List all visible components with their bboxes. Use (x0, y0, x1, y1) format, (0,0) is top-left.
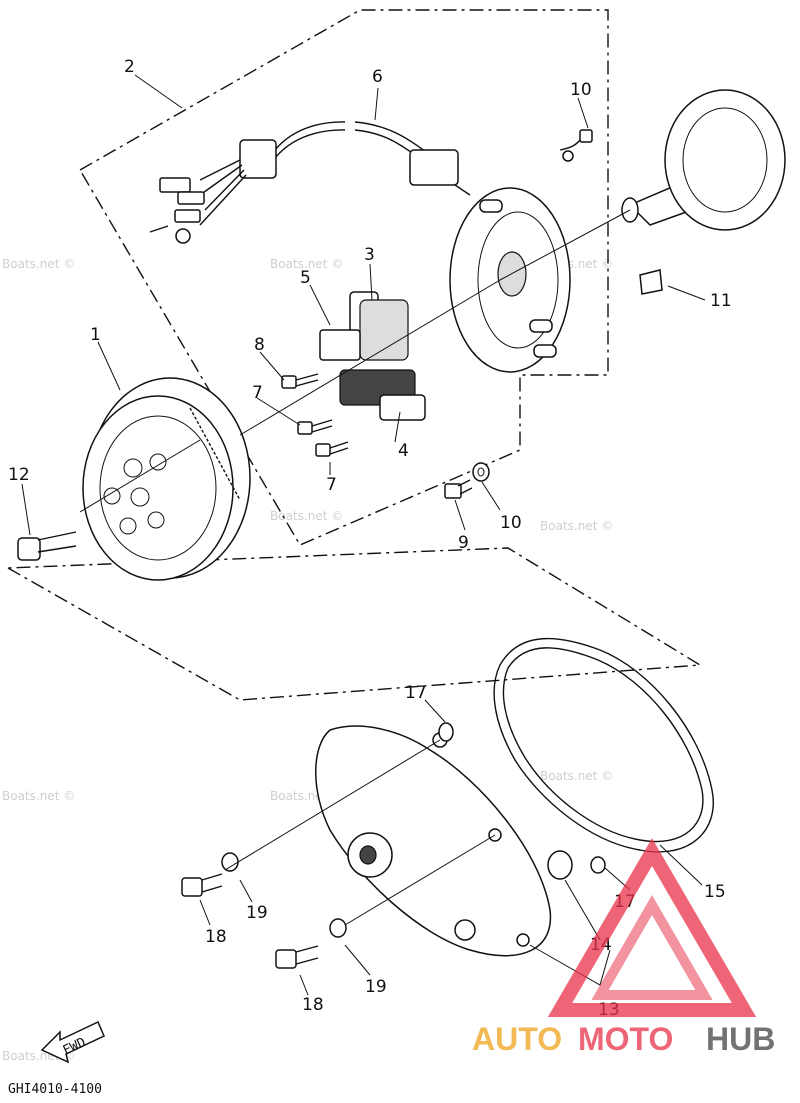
callout-3: 3 (364, 245, 375, 265)
logo-moto: MOTO (578, 1021, 673, 1057)
callout-18: 18 (205, 927, 227, 947)
callout-9: 10 (570, 80, 592, 100)
coils (319, 291, 426, 421)
watermark: Boats.net © (540, 519, 613, 533)
callout-8: 8 (254, 335, 265, 355)
callout-1: 1 (90, 325, 101, 345)
watermark: Boats.net © (270, 509, 343, 523)
fasteners (17, 129, 593, 561)
cover-bolts (181, 852, 347, 969)
watermark: Boats.net © (2, 789, 75, 803)
callout-17: 17 (405, 683, 427, 703)
callout-10: 9 (458, 533, 469, 553)
callout-11: 10 (500, 513, 522, 533)
group-frames (7, 9, 703, 701)
callout-18: 18 (302, 995, 324, 1015)
watermark: Boats.net © (540, 769, 613, 783)
leader-lines (21, 74, 706, 996)
callout-12: 11 (710, 291, 732, 311)
gasket (493, 637, 714, 853)
callout-5: 5 (300, 268, 311, 288)
diagram-code: GHI4010-4100 (8, 1082, 102, 1097)
watermark: Boats.net © (2, 257, 75, 271)
stator-cover (315, 722, 606, 957)
logo-hub: HUB (706, 1021, 775, 1057)
callout-13: 12 (8, 465, 30, 485)
flywheel-rotor (82, 377, 251, 581)
callout-4: 4 (398, 441, 409, 461)
callout-16: 15 (704, 882, 726, 902)
callout-19: 19 (365, 977, 387, 997)
automotohub-logo: AUTO MOTO HUB (472, 838, 775, 1057)
callout-7: 7 (252, 383, 263, 403)
callout-2: 2 (124, 57, 135, 77)
stator-plate (449, 187, 571, 373)
callout-7: 7 (326, 475, 337, 495)
watermark: Boats.net © (270, 257, 343, 271)
crankshaft (621, 89, 786, 295)
logo-auto: AUTO (472, 1021, 562, 1057)
callout-19: 19 (246, 903, 268, 923)
wire-harness (149, 121, 471, 244)
callout-6: 6 (372, 67, 383, 87)
